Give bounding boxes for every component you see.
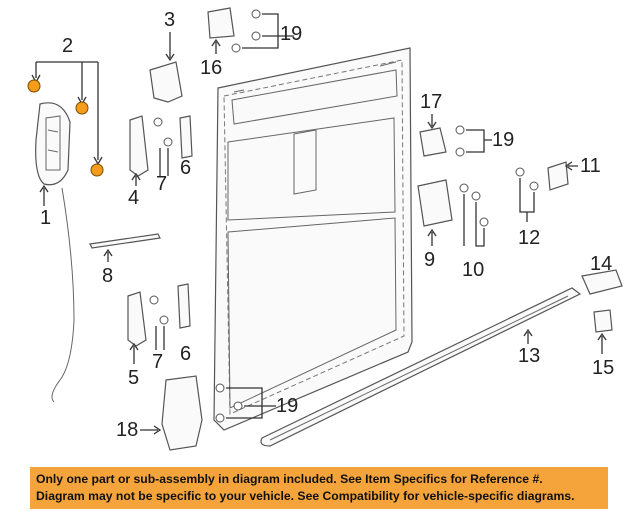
track-cover-14 bbox=[581, 269, 623, 295]
leader-3 bbox=[165, 32, 175, 62]
bolts-19a bbox=[231, 9, 294, 53]
clip-11 bbox=[547, 161, 569, 191]
callout-12: 12 bbox=[518, 227, 540, 249]
leader-1 bbox=[39, 184, 49, 206]
callout-6-lower: 6 bbox=[180, 343, 191, 365]
callout-3: 3 bbox=[164, 9, 175, 31]
callout-11: 11 bbox=[580, 155, 601, 177]
weatherstrip-8 bbox=[89, 233, 161, 249]
leader-5 bbox=[129, 342, 139, 364]
bracket-6-lower bbox=[177, 283, 191, 329]
leader-9 bbox=[427, 228, 437, 246]
striker-17 bbox=[419, 127, 447, 157]
callout-5: 5 bbox=[128, 367, 139, 389]
callout-7-upper: 7 bbox=[156, 173, 167, 195]
callout-9: 9 bbox=[424, 249, 435, 271]
lower-hinge-18 bbox=[161, 375, 203, 451]
leader-8 bbox=[103, 248, 113, 262]
fastener-2a-highlighted bbox=[27, 79, 41, 93]
callout-2: 2 bbox=[62, 35, 73, 57]
bolts-7-upper bbox=[153, 117, 173, 176]
callout-16: 16 bbox=[200, 57, 222, 79]
upper-hinge bbox=[149, 61, 183, 103]
fastener-2c-highlighted bbox=[90, 163, 104, 177]
notice-line-2: Diagram may not be specific to your vehi… bbox=[36, 489, 575, 503]
leader-11 bbox=[564, 161, 578, 171]
bolts-7-lower bbox=[149, 295, 169, 350]
guide-5 bbox=[127, 291, 147, 347]
leader-4 bbox=[131, 172, 141, 186]
callout-19-bottom: 19 bbox=[276, 395, 298, 417]
guide-4 bbox=[129, 115, 149, 177]
callout-14: 14 bbox=[590, 253, 612, 275]
sliding-door-panel bbox=[213, 47, 413, 431]
callout-1: 1 bbox=[40, 207, 51, 229]
leader-13 bbox=[523, 328, 533, 344]
bracket-6-upper bbox=[179, 115, 193, 159]
upper-hinge-bracket bbox=[207, 7, 235, 39]
door-handle-assembly bbox=[35, 102, 75, 403]
leader-16 bbox=[211, 38, 221, 54]
callout-13: 13 bbox=[518, 345, 540, 367]
bolts-19b bbox=[455, 125, 492, 157]
callout-19-mid: 19 bbox=[492, 129, 514, 151]
end-cap-15 bbox=[593, 309, 613, 333]
callout-15: 15 bbox=[592, 357, 614, 379]
notice-line-1: Only one part or sub-assembly in diagram… bbox=[36, 472, 543, 486]
leader-17 bbox=[427, 114, 437, 130]
bolts-10 bbox=[459, 183, 489, 247]
callout-8: 8 bbox=[102, 265, 113, 287]
callout-18: 18 bbox=[116, 419, 138, 441]
callout-4: 4 bbox=[128, 187, 139, 209]
leader-18 bbox=[140, 425, 162, 435]
bolts-19c bbox=[215, 383, 276, 423]
bolts-12 bbox=[515, 167, 539, 222]
callout-17: 17 bbox=[420, 91, 442, 113]
callout-19-top: 19 bbox=[280, 23, 302, 45]
callout-7-lower: 7 bbox=[152, 351, 163, 373]
leader-15 bbox=[597, 332, 607, 354]
latch-9 bbox=[417, 179, 453, 227]
notice-banner: Only one part or sub-assembly in diagram… bbox=[30, 467, 608, 509]
callout-6-upper: 6 bbox=[180, 157, 191, 179]
fastener-2b-highlighted bbox=[75, 101, 89, 115]
callout-10: 10 bbox=[462, 259, 484, 281]
